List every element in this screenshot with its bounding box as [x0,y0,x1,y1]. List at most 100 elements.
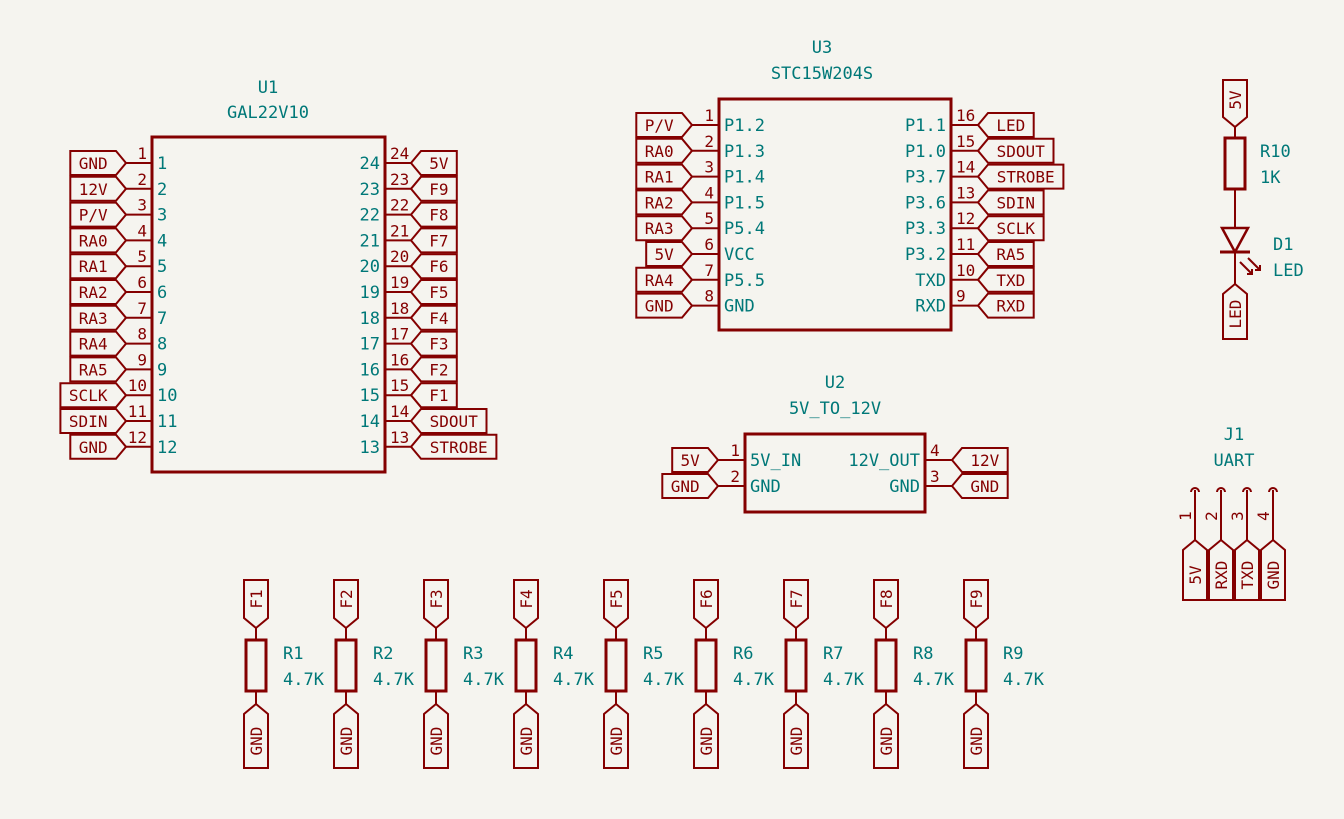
pin-name: 9 [157,360,167,380]
r10-resistor [1223,136,1247,191]
u1-pin-6-net-text: RA2 [79,283,108,302]
pin-number: 16 [390,350,409,369]
resistor-top-net: F6 [697,589,716,608]
resistor-body [514,638,538,693]
pin-number: 3 [1228,511,1247,521]
resistor-ref: R2 [373,644,393,664]
pin-number: 2 [137,170,147,189]
u1-pin-12-net-label: GND [69,433,128,460]
pin-number: 21 [390,221,409,240]
pin-name: P1.5 [724,193,765,213]
pin-number: 2 [704,132,714,151]
u1-pin-7-net-text: RA3 [79,309,108,328]
u2-pin-3-net-text: GND [970,477,999,496]
u3-pin-13-net-text: SDIN [997,193,1036,212]
resistor-bottom-net: GND [427,727,446,756]
pin-name: 16 [360,360,380,380]
pin-number: 14 [390,402,409,421]
u1-pin-11-net-label: SDIN [59,408,128,434]
resistor-body [604,638,628,693]
resistor-bottom-net: GND [877,727,896,756]
pin-number: 7 [137,299,147,318]
pin-number: 2 [1202,511,1221,521]
pin-name: 5V_IN [750,451,801,471]
u3-pin-8-net-label: GND [635,292,694,319]
u1-pin-9-net-text: RA5 [79,360,108,379]
u1-pin-11-net-text: SDIN [69,412,108,431]
u1-pin-22-net-text: F8 [429,206,448,225]
pin-name: 1 [157,154,167,174]
u1-gal22v10: U1 GAL22V10 11GND2212V33P/V44RA055RA166R… [59,78,498,474]
pin-number: 14 [956,158,975,177]
pin-number: 3 [704,158,714,177]
pin-number: 8 [704,287,714,306]
j1-value: UART [1214,451,1255,471]
resistor-body [694,638,718,693]
u3-pin-11-net-label: RA5 [976,241,1035,267]
u3-pin-11-net-text: RA5 [996,245,1025,264]
u1-pin-14-net-label: SDOUT [409,408,488,434]
u3-pin-16-net-text: LED [996,116,1025,135]
j1-pin-1: 15V [1176,487,1208,601]
u3-pin-7-net-text: RA4 [645,271,674,290]
resistor-body [334,638,358,693]
u3-left-pins: 1P1.2P/V2P1.3RA03P1.4RA14P1.5RA25P5.4RA3… [635,106,765,319]
u2-body [743,432,927,514]
pin-number: 8 [137,325,147,344]
resistor-bottom-net: GND [967,727,986,756]
pin-name: 18 [360,309,380,329]
pin-name: 12V_OUT [848,451,920,471]
u1-pin-18-net-text: F4 [429,309,448,328]
pin-number: 7 [704,261,714,280]
u1-pin-22-net-label: F8 [409,201,458,228]
pin-number: 13 [956,183,975,202]
resistor-top-net: F1 [247,589,266,608]
resistor-ref: R7 [823,644,843,664]
u1-pin-6-net-label: RA2 [69,279,128,305]
u1-pin-4-net-text: RA0 [79,231,108,250]
u3-pin-1-net-label: P/V [635,112,694,138]
u3-pin-9-net-label: RXD [976,292,1035,319]
resistor-bottom-net: GND [337,727,356,756]
u3-pin-10-net-label: TXD [976,266,1035,293]
u1-body [150,135,387,474]
u1-pin-24-net-text: 5V [429,154,449,173]
resistor-ref: R9 [1003,644,1023,664]
u2-pin-4-net-text: 12V [970,451,999,470]
u3-pin-12-net-text: SCLK [997,219,1036,238]
resistor-top-net: F3 [427,589,446,608]
pin-number: 1 [730,441,740,460]
pin-name: 10 [157,386,177,406]
pin-name: 5 [157,257,167,277]
pin-name: 21 [360,231,380,251]
resistor-ref: R1 [283,644,303,664]
u3-body [717,97,953,332]
u1-pin-23-net-label: F9 [409,175,458,202]
pin-number: 4 [704,183,714,202]
u3-ref: U3 [812,38,832,58]
pin-name: 17 [360,335,380,355]
pin-number: 11 [956,235,975,254]
u1-pin-4-net-label: RA0 [69,227,128,254]
pin-name: 8 [157,335,167,355]
